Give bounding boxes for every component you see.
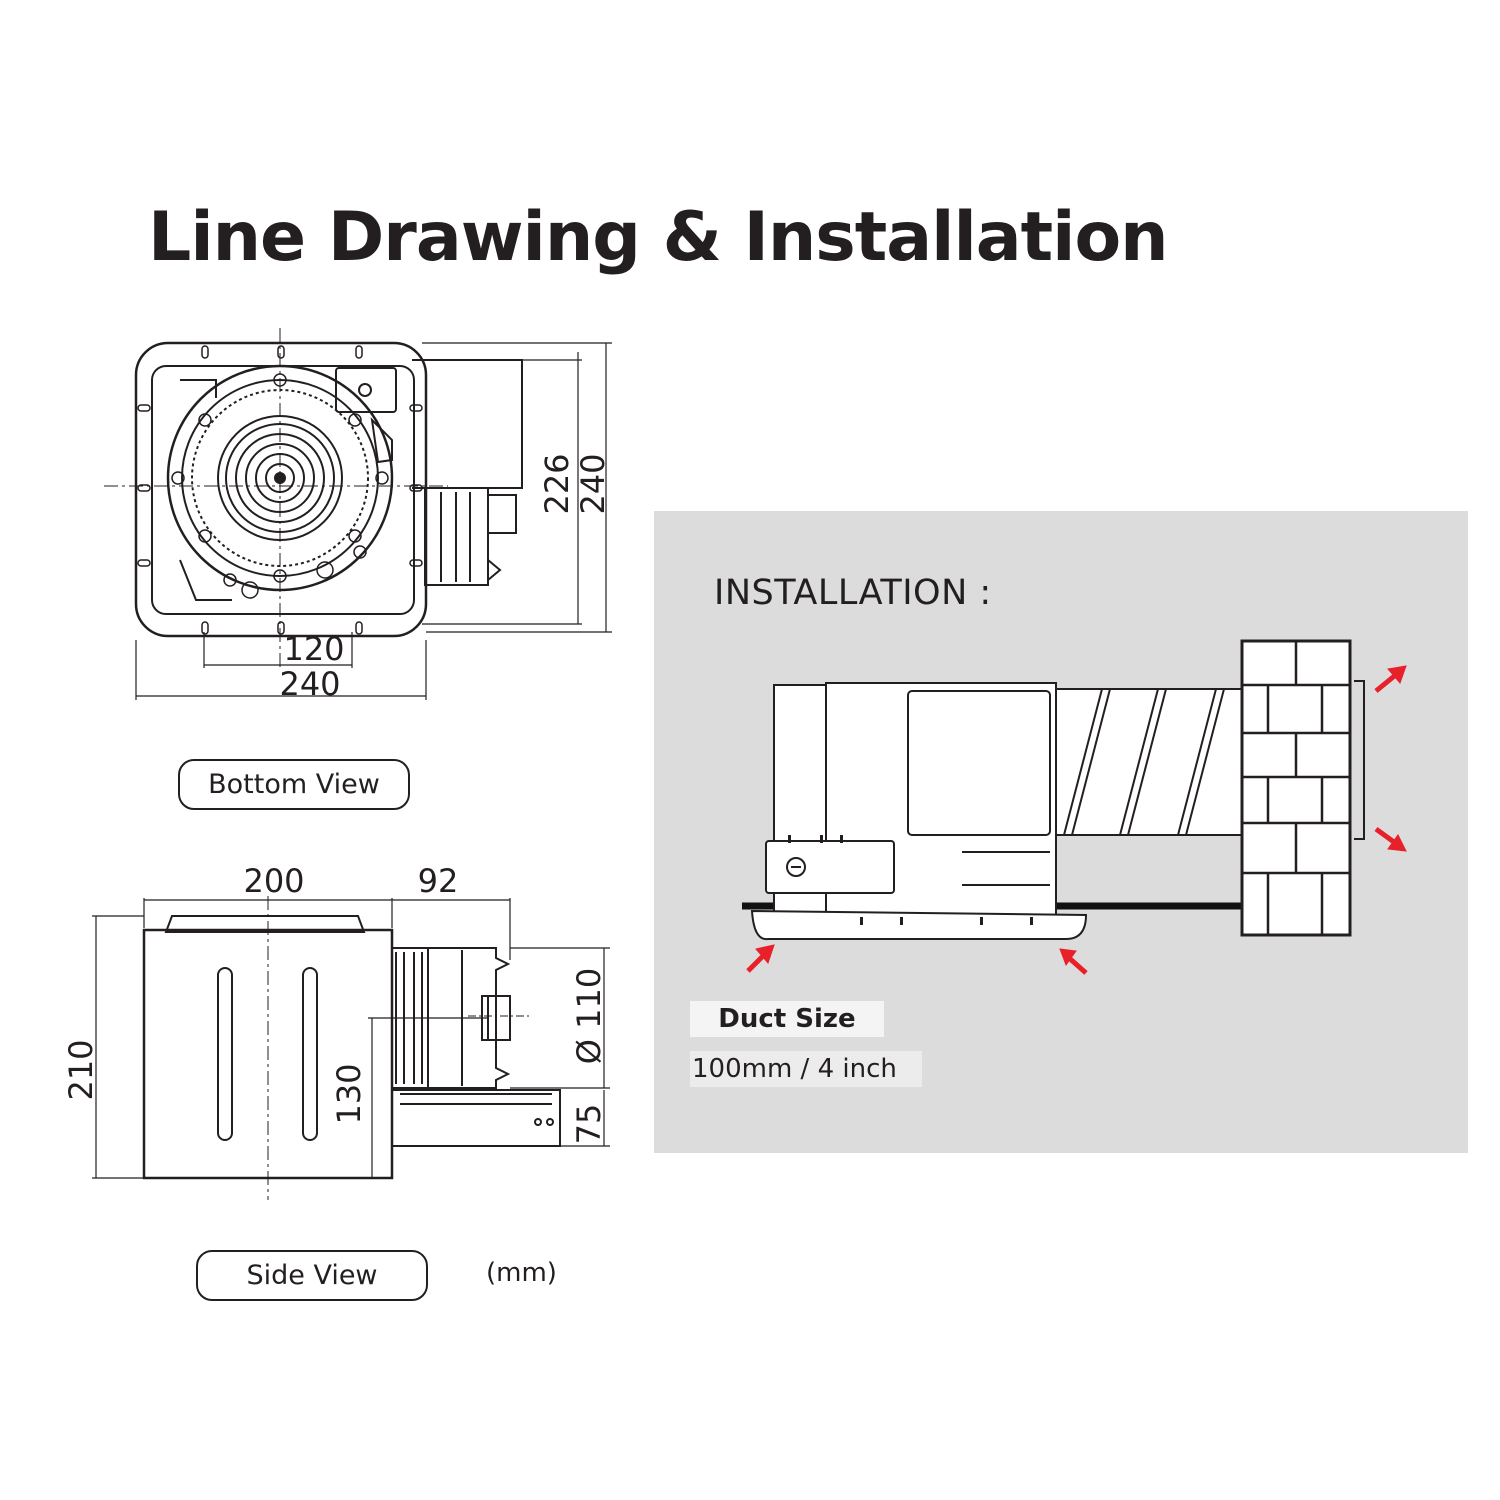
dim-depth-240: 240 [574,453,612,514]
bottom-view-drawing [104,328,612,700]
duct [1054,688,1245,836]
dim-body-width-200: 200 [243,862,304,900]
dim-outlet-height-130: 130 [330,1063,368,1124]
fan-unit [750,682,1088,941]
dim-bracket-height-75: 75 [570,1104,608,1145]
unit-label: (mm) [486,1258,557,1288]
brick-wall [1240,639,1365,937]
dim-width-240: 240 [279,665,340,703]
dim-outlet-width-120: 120 [283,630,344,668]
dim-depth-226: 226 [538,453,576,514]
dim-height-210: 210 [62,1039,100,1100]
installation-title: INSTALLATION : [714,573,992,613]
duct-size-label: Duct Size [690,1001,884,1037]
page-title: Line Drawing & Installation [148,198,1169,277]
side-view-label: Side View [196,1250,428,1301]
airflow-arrow-in-right [1066,955,1088,975]
side-view-drawing [92,896,610,1200]
installation-diagram [742,639,1407,975]
dim-outlet-length-92: 92 [418,862,459,900]
duct-size-value: 100mm / 4 inch [690,1051,922,1087]
installation-panel: INSTALLATION : [654,511,1468,1153]
airflow-arrows [746,665,1407,975]
side-view-dimensions: 200 92 210 130 Ø 110 75 [62,862,608,1144]
bottom-view-label: Bottom View [178,759,410,810]
bottom-view-dimensions: 226 240 120 240 [279,453,612,703]
dim-outlet-diameter-110: Ø 110 [570,968,608,1064]
